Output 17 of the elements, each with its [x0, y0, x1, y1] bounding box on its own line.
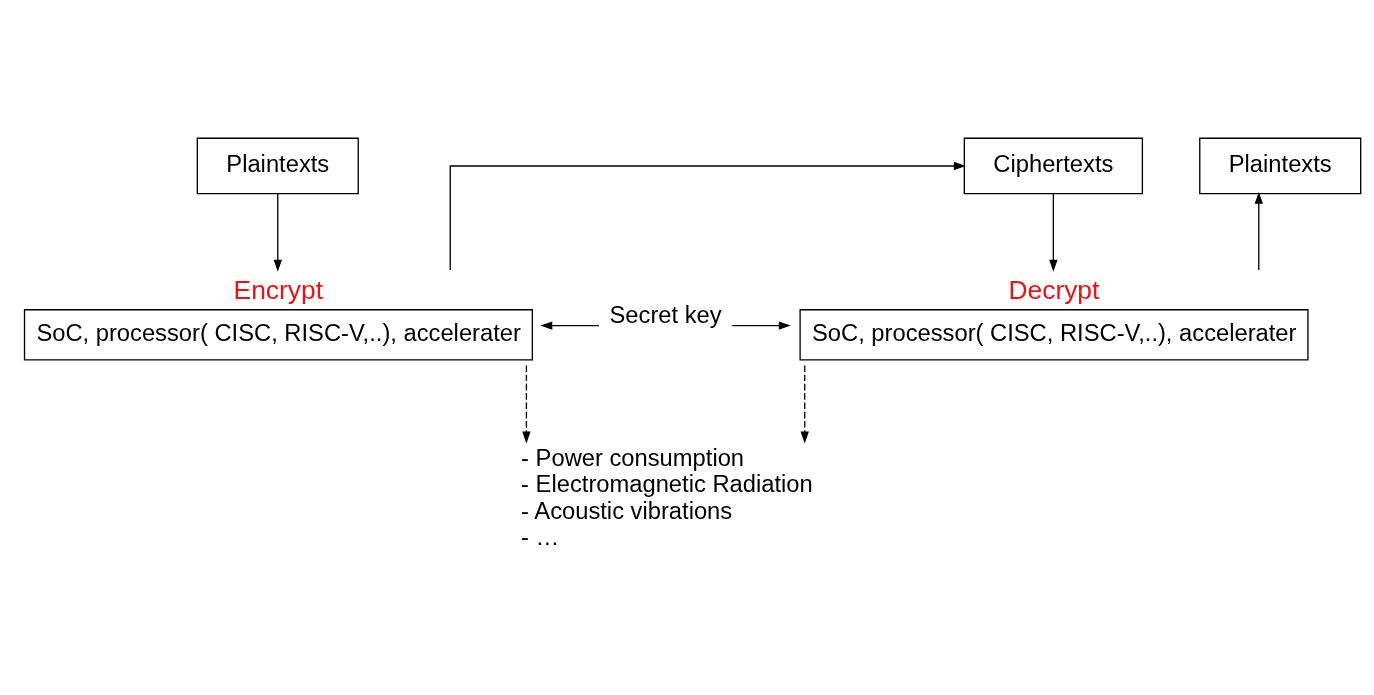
arrow [522, 364, 531, 443]
node-label: Decrypt [1008, 274, 1100, 305]
node-box: SoC, processor( CISC, RISC-V,..), accelerater [799, 308, 1309, 361]
arrow [1049, 192, 1058, 272]
node-box: Plaintexts [196, 137, 359, 194]
node-box: Ciphertexts [963, 137, 1144, 194]
node-box: Plaintexts [1199, 137, 1362, 194]
arrow [800, 364, 809, 443]
arrow [449, 161, 966, 271]
node-text: - Power consumption - Electromagnetic Radiation - Acoustic vibrations - … [521, 444, 813, 550]
node-label: Encrypt [233, 274, 324, 305]
node-box: SoC, processor( CISC, RISC-V,..), accelerater [23, 308, 533, 361]
arrow [1254, 191, 1263, 271]
arrow [273, 192, 282, 272]
arrow [731, 320, 791, 330]
node-text: Secret key [609, 301, 722, 328]
arrow [540, 320, 600, 330]
